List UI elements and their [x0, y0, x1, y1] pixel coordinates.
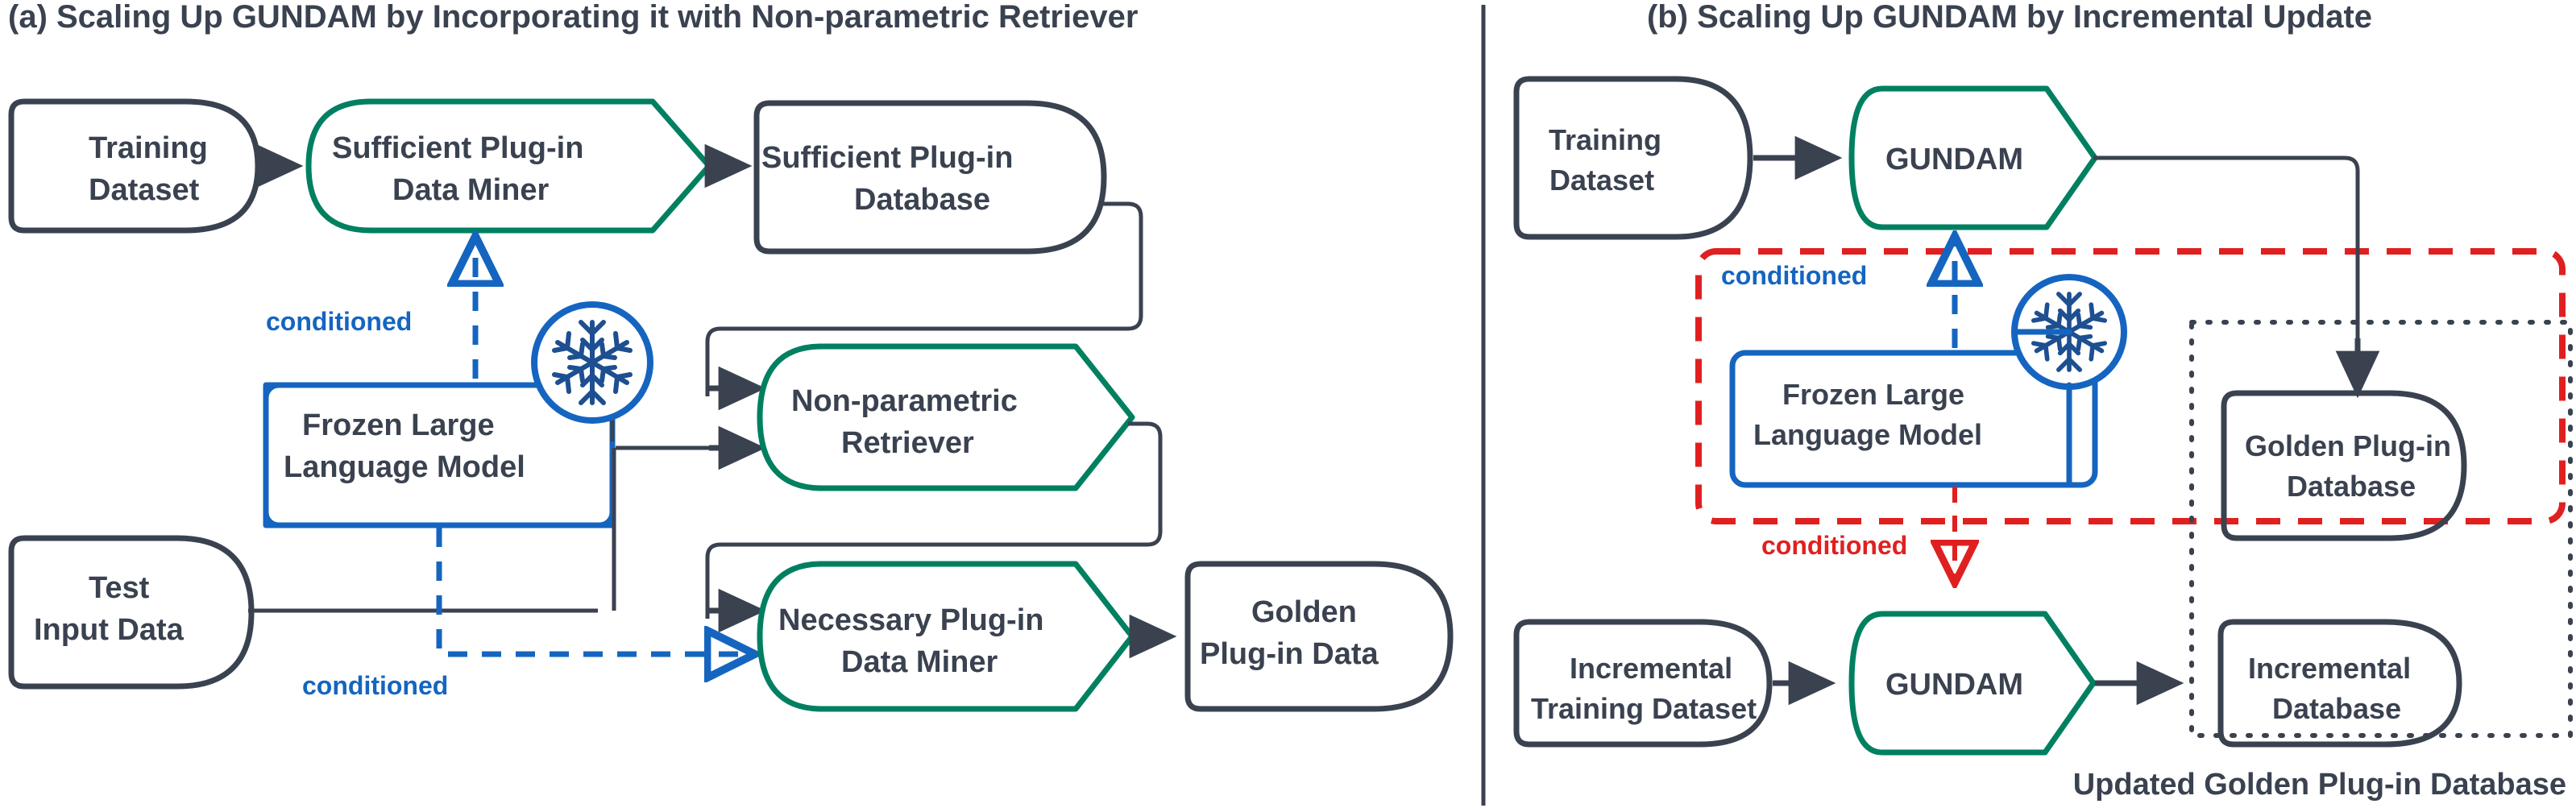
node-label-line2: Retriever [841, 426, 974, 460]
node-training-dataset: Training Dataset [8, 98, 261, 234]
node-incremental-database: Incremental Database [2217, 619, 2462, 748]
node-sufficient-database: Sufficient Plug-in Database [753, 100, 1107, 255]
node-label-line2: Plug-in Data [1200, 637, 1379, 671]
node-label-line1: Training [1549, 123, 1661, 156]
node-label-line1: Test [89, 571, 150, 605]
node-golden-plugin-database: Golden Plug-in Database [2221, 390, 2467, 541]
node-necessary-data-miner: Necessary Plug-in Data Miner [757, 561, 1135, 712]
node-golden-plugin-data: Golden Plug-in Data [1184, 561, 1454, 712]
node-test-input-data: Test Input Data [8, 535, 255, 690]
node-label-line2: Database [2287, 470, 2416, 503]
node-label-line1: Sufficient Plug-in [761, 141, 1013, 175]
node-label-line2: Database [854, 183, 990, 217]
node-label-line2: Input Data [34, 613, 185, 647]
node-label-line2: Dataset [1549, 164, 1654, 197]
node-label-line1: Incremental [1570, 652, 1732, 685]
node-label-line1: Frozen Large [1782, 378, 1964, 411]
node-gundam-bottom: GUNDAM [1848, 611, 2097, 756]
group-red-dashed [1695, 248, 2566, 524]
node-label-line2: Dataset [89, 173, 200, 207]
edge-sufficient-db-to-retriever-route [705, 201, 1143, 396]
node-label-line1: Non-parametric [791, 384, 1018, 418]
panel-a-title: (a) Scaling Up GUNDAM by Incorporating i… [8, 0, 1138, 35]
snowflake-icon [531, 301, 653, 424]
node-label-line2: Database [2272, 692, 2401, 725]
node-label-line1: GUNDAM [1885, 143, 2023, 176]
node-training-dataset-b: Training Dataset [1513, 76, 1753, 240]
edge-label-conditioned-lower: conditioned [302, 671, 448, 700]
node-nonparametric-retriever: Non-parametric Retriever [757, 343, 1135, 491]
node-label-line2: Training Dataset [1531, 692, 1757, 725]
node-label-line2: Language Model [1753, 418, 1982, 451]
node-label-line2: Data Miner [841, 645, 998, 679]
panel-b-caption: Updated Golden Plug-in Database [2073, 768, 2566, 802]
node-frozen-llm-b: Frozen Large Language Model [1729, 350, 2098, 488]
node-label-line1: Training [89, 131, 208, 165]
panel-b-title: (b) Scaling Up GUNDAM by Incremental Upd… [1647, 0, 2372, 35]
edge-label-conditioned-blue-b: conditioned [1721, 261, 1867, 290]
node-label-line2: Language Model [284, 450, 525, 484]
edge-llm-right-out [614, 421, 637, 435]
node-label-line1: Necessary Plug-in [778, 603, 1043, 637]
edge-conditioned-lower-arrow [436, 528, 749, 654]
node-label-line1: Golden Plug-in [2245, 429, 2451, 462]
node-label-line1: GUNDAM [1885, 668, 2023, 702]
node-label-line1: Frozen Large [302, 408, 495, 442]
edge-retriever-to-necessary-route [705, 421, 1163, 619]
edge-label-conditioned-red-b: conditioned [1761, 531, 1907, 560]
node-label-line1: Sufficient Plug-in [332, 131, 583, 165]
node-sufficient-data-miner: Sufficient Plug-in Data Miner [305, 98, 712, 234]
node-incremental-training-dataset: Incremental Training Dataset [1513, 619, 1773, 748]
node-label-line1: Incremental [2248, 652, 2411, 685]
edge-gundam-top-route [2093, 155, 2360, 380]
node-gundam-top: GUNDAM [1848, 85, 2098, 230]
node-label-line2: Data Miner [392, 173, 549, 207]
edge-label-conditioned-upper: conditioned [266, 307, 412, 336]
group-dotted-updated-db [2189, 320, 2573, 738]
node-label-line1: Golden [1251, 595, 1357, 629]
